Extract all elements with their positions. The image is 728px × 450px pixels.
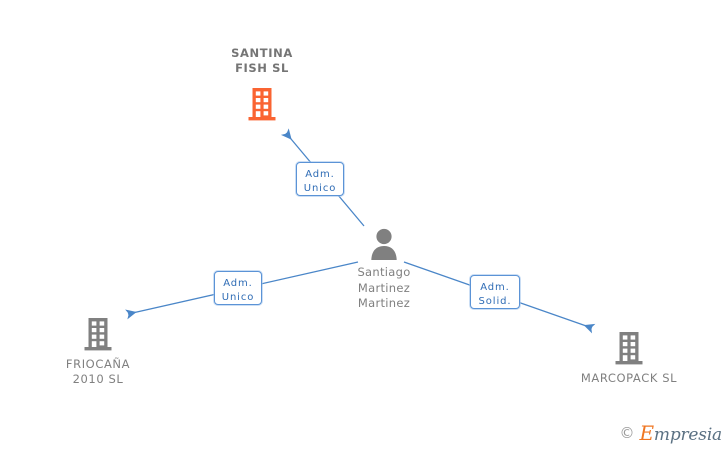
building-icon [615,332,643,365]
brand-initial: E [639,421,655,445]
copyright-icon: © [619,424,635,442]
person-node-santiago[interactable]: Santiago Martinez Martinez [304,227,464,312]
relation-badge-marcopack[interactable]: Adm. Solid. [470,275,520,309]
brand-remainder: mpresia [653,425,722,445]
building-icon [84,318,112,351]
brand-wordmark: Empresia [640,423,723,444]
company-node-santina[interactable]: SANTINA FISH SL [182,46,342,122]
company-name-marcopack: MARCOPACK SL [580,371,678,385]
person-icon [371,228,397,260]
relation-badge-santina[interactable]: Adm. Unico [296,162,344,196]
building-icon [248,88,276,121]
company-node-friocana[interactable]: FRIOCAÑA 2010 SL [18,316,178,387]
person-name-label: Santiago Martinez Martinez [357,265,411,310]
relation-badge-friocana[interactable]: Adm. Unico [214,271,262,305]
company-name-friocana: FRIOCAÑA 2010 SL [65,357,131,386]
company-name-santina: SANTINA FISH SL [231,46,293,75]
company-node-marcopack[interactable]: MARCOPACK SL [549,330,709,386]
empresia-watermark: © Empresia [620,423,723,444]
